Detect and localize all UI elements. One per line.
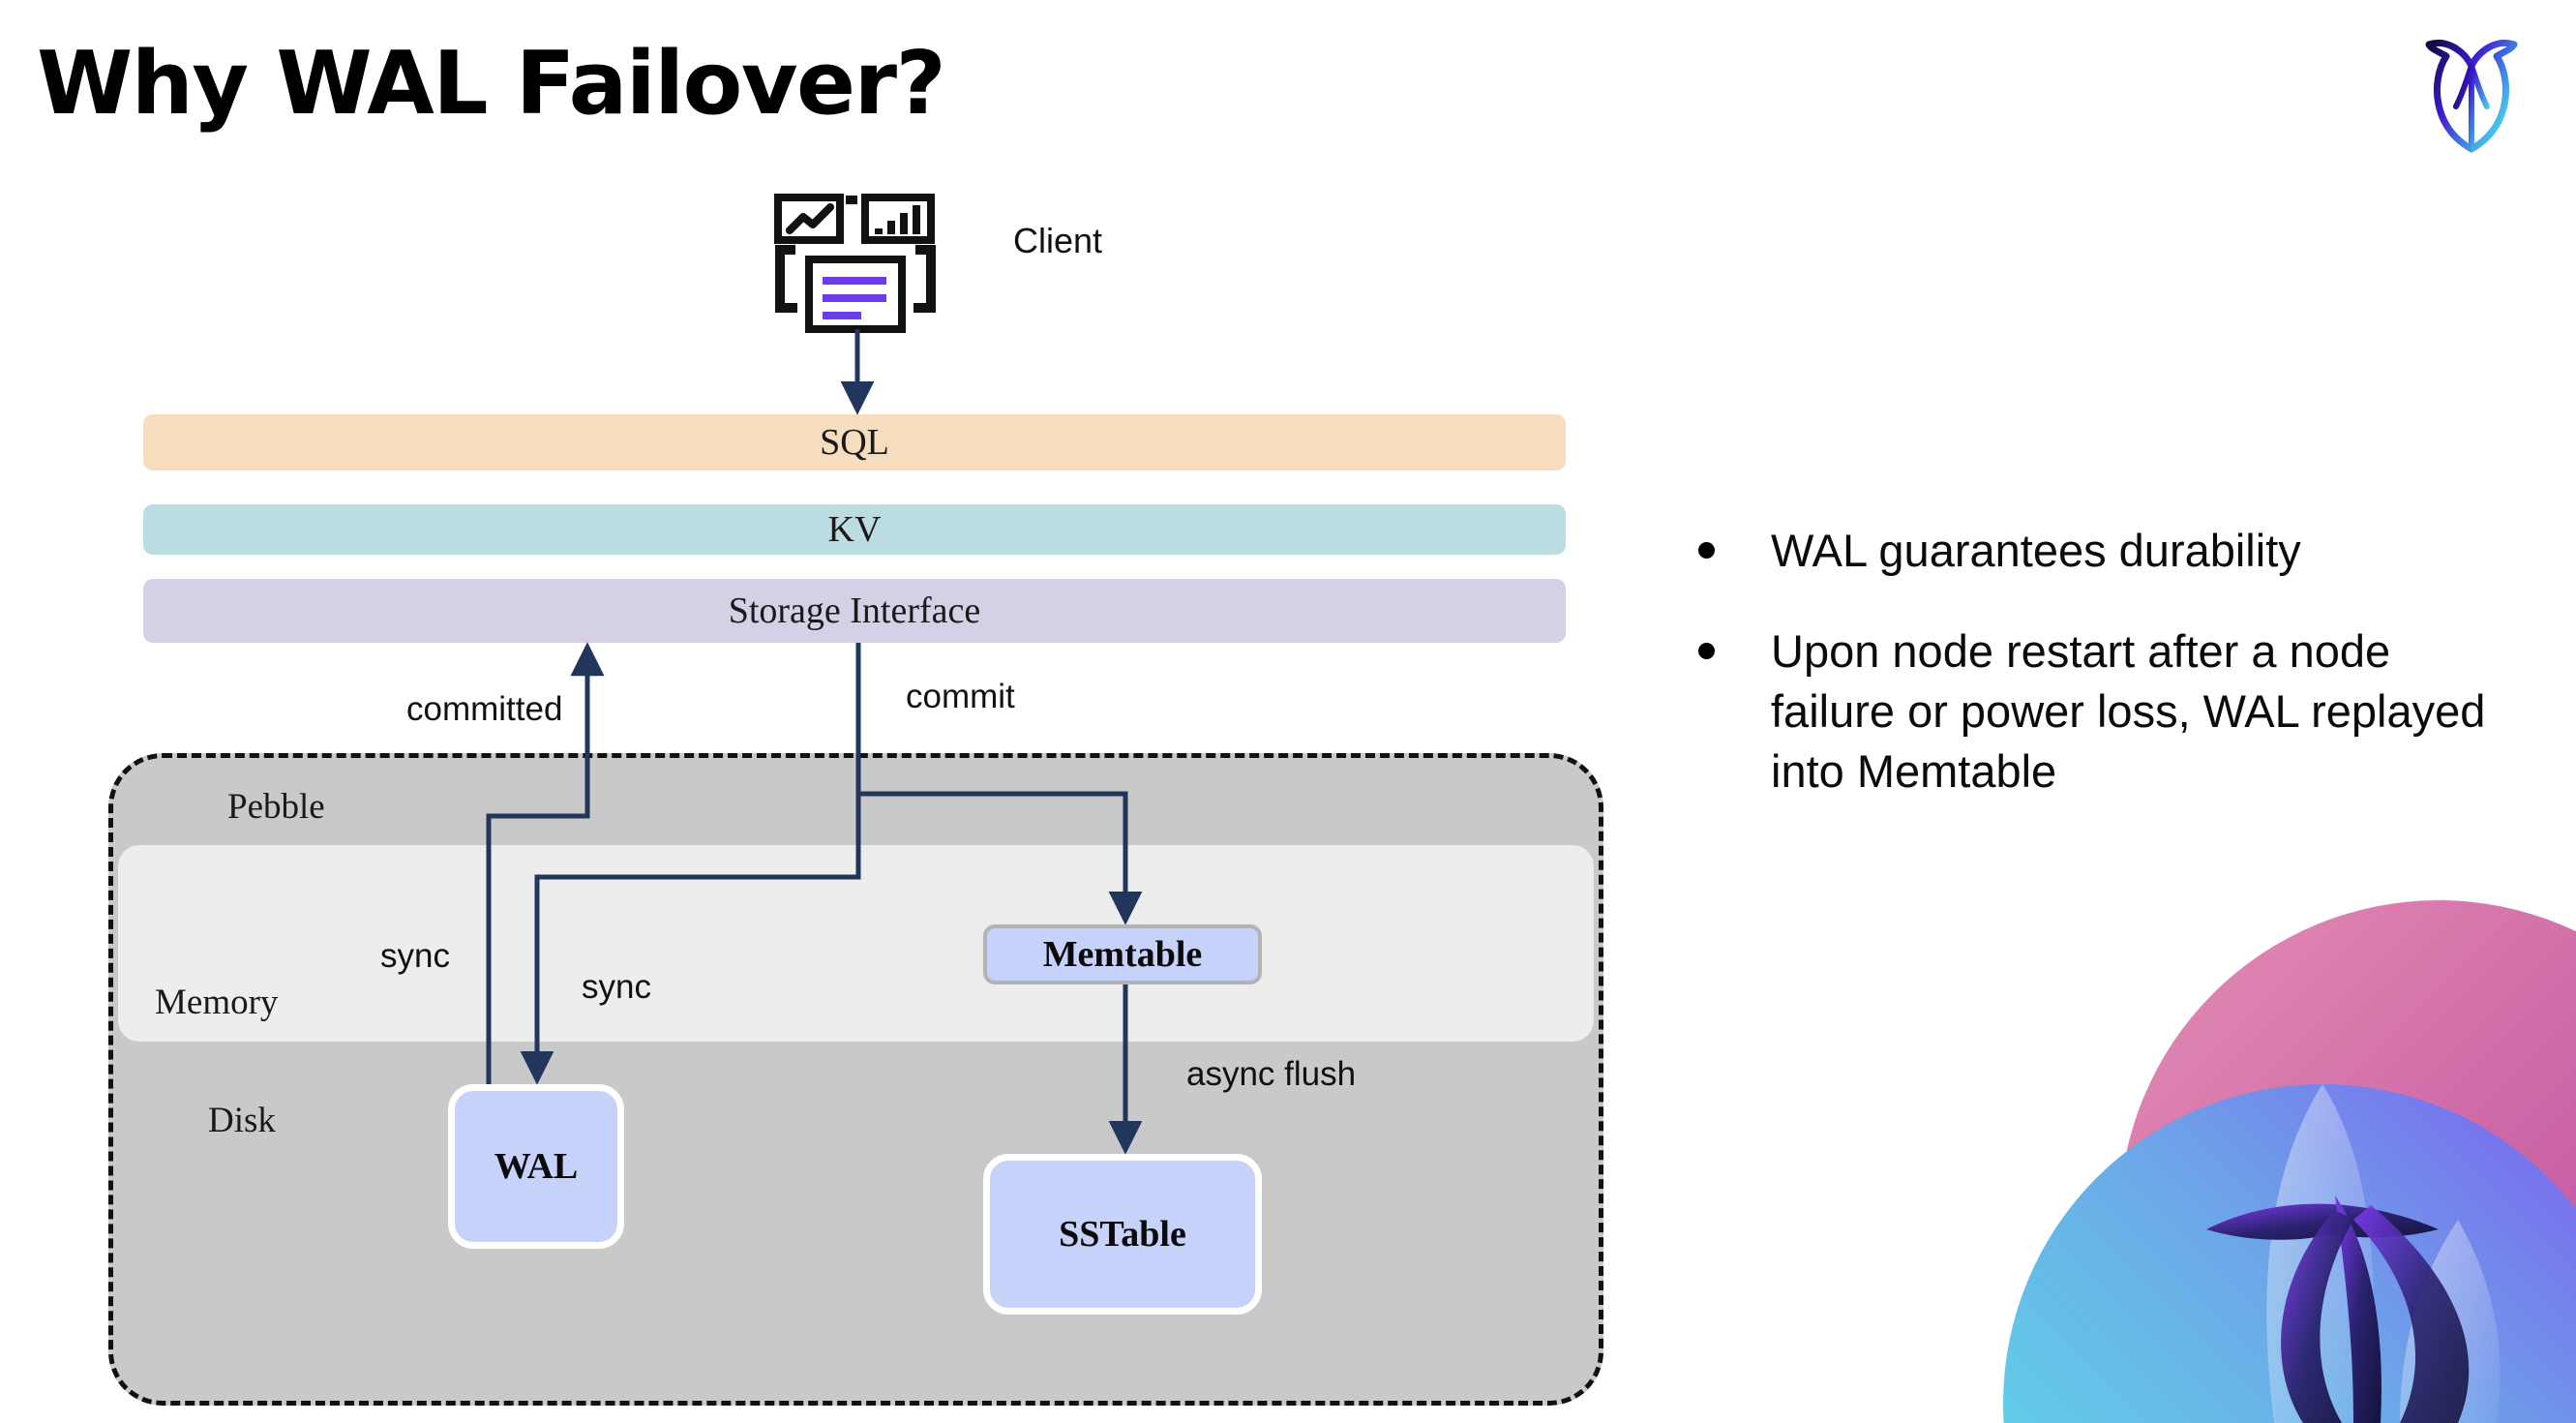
layer-bar-sql[interactable]: SQL	[143, 414, 1566, 470]
node-label-wal: WAL	[494, 1146, 579, 1187]
bullet-text: WAL guarantees durability	[1771, 525, 2301, 576]
layer-label-storage: Storage Interface	[728, 590, 981, 631]
architecture-diagram: Client SQL KV Storage Interface Pebble M…	[108, 194, 1603, 1406]
client-dashboard-icon	[774, 194, 936, 333]
decorative-corner-artwork	[2003, 900, 2576, 1423]
region-label-pebble: Pebble	[227, 787, 325, 827]
node-label-sstable: SSTable	[1059, 1214, 1186, 1255]
bullet-dot-icon	[1698, 643, 1715, 660]
region-label-memory: Memory	[155, 983, 279, 1022]
layer-bar-storage[interactable]: Storage Interface	[143, 579, 1566, 643]
edge-label-sync-2: sync	[582, 968, 651, 1006]
layer-label-sql: SQL	[820, 422, 889, 463]
list-item: WAL guarantees durability	[1698, 521, 2511, 581]
bullet-text: Upon node restart after a node failure o…	[1771, 625, 2486, 798]
bullet-dot-icon	[1698, 542, 1715, 559]
layer-label-kv: KV	[827, 509, 882, 550]
diagram-edges	[486, 329, 1143, 1155]
page-title: Why WAL Failover?	[37, 33, 946, 135]
region-label-disk: Disk	[208, 1101, 276, 1140]
list-item: Upon node restart after a node failure o…	[1698, 621, 2511, 802]
node-memtable[interactable]: Memtable	[983, 924, 1262, 984]
node-wal[interactable]: WAL	[448, 1084, 624, 1249]
node-label-memtable: Memtable	[1042, 934, 1203, 975]
edge-label-sync-1: sync	[380, 937, 450, 975]
node-sstable[interactable]: SSTable	[983, 1154, 1262, 1315]
edge-label-committed: committed	[406, 690, 563, 728]
bullet-list: WAL guarantees durability Upon node rest…	[1698, 521, 2511, 842]
layer-bar-kv[interactable]: KV	[143, 504, 1566, 555]
client-label: Client	[1013, 221, 1103, 260]
edge-label-async-flush: async flush	[1186, 1055, 1357, 1093]
cockroachdb-logo-icon	[2425, 40, 2518, 153]
edge-label-commit: commit	[906, 678, 1015, 715]
